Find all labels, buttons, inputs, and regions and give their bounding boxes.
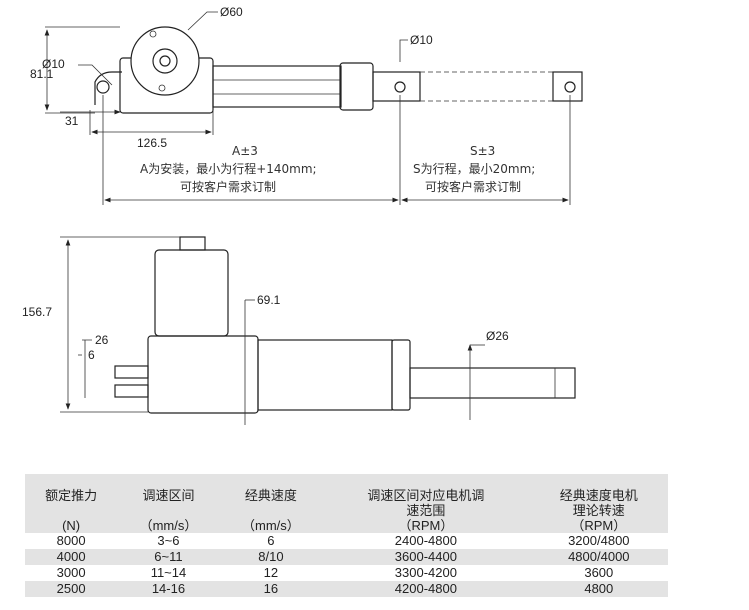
- a-note-1: A为安装，最小为行程+140mm;: [140, 161, 317, 176]
- dim-right-hole: Ø10: [410, 33, 433, 47]
- gearbox: [147, 335, 259, 414]
- outer-tube: [257, 339, 393, 411]
- rod: [409, 367, 576, 399]
- top-view: 81.1 Ø60 Ø10 Ø10 31 126.5 A±3 A为安装，最小为行程…: [30, 5, 583, 205]
- dim-side-height: 156.7: [22, 305, 52, 319]
- technical-drawing: 81.1 Ø60 Ø10 Ø10 31 126.5 A±3 A为安装，最小为行程…: [22, 5, 583, 425]
- dim-body-height: 69.1: [257, 293, 281, 307]
- tube-nut: [391, 339, 411, 411]
- dim-height: 81.1: [30, 67, 54, 81]
- dim-offset: 31: [65, 114, 79, 128]
- outer-tube: [212, 65, 342, 108]
- tube-nut: [339, 62, 374, 111]
- motor: [154, 249, 229, 337]
- dim-rod-dia: Ø26: [486, 329, 509, 343]
- rear-hole: [96, 80, 110, 94]
- dim-motor-dia: Ø60: [220, 5, 243, 19]
- a-label: A±3: [232, 144, 258, 158]
- header-motor-rpm: 经典速度电机理论转速（RPM）: [529, 474, 668, 533]
- motor-shaft: [152, 48, 178, 74]
- header-thrust: 额定推力 (N): [25, 474, 118, 533]
- header-motor-rpm-range: 调速区间对应电机调速范围（RPM）: [322, 474, 530, 533]
- side-view: 156.7 69.1 26 6 Ø26: [22, 236, 576, 425]
- s-label: S±3: [470, 144, 495, 158]
- motor-circle: [130, 26, 200, 96]
- spec-table: 额定推力 (N) 调速区间 （mm/s） 经典速度 （mm/s） 调速区间对应电…: [25, 474, 668, 597]
- rod-end: [552, 71, 583, 102]
- dim-26: 26: [95, 333, 109, 347]
- rod-front: [372, 71, 421, 102]
- dim-body-length: 126.5: [137, 136, 167, 150]
- s-note-2: 可按客户需求订制: [425, 179, 521, 194]
- s-note-1: S为行程，最小20mm;: [413, 161, 535, 176]
- motor-cap: [179, 236, 206, 251]
- a-note-2: 可按客户需求订制: [180, 179, 276, 194]
- dim-left-hole: Ø10: [42, 57, 65, 71]
- rod-end-hole: [564, 81, 576, 93]
- dim-6: 6: [88, 348, 95, 362]
- header-classic-speed: 经典速度 （mm/s）: [219, 474, 323, 533]
- header-speed-range: 调速区间 （mm/s）: [117, 474, 220, 533]
